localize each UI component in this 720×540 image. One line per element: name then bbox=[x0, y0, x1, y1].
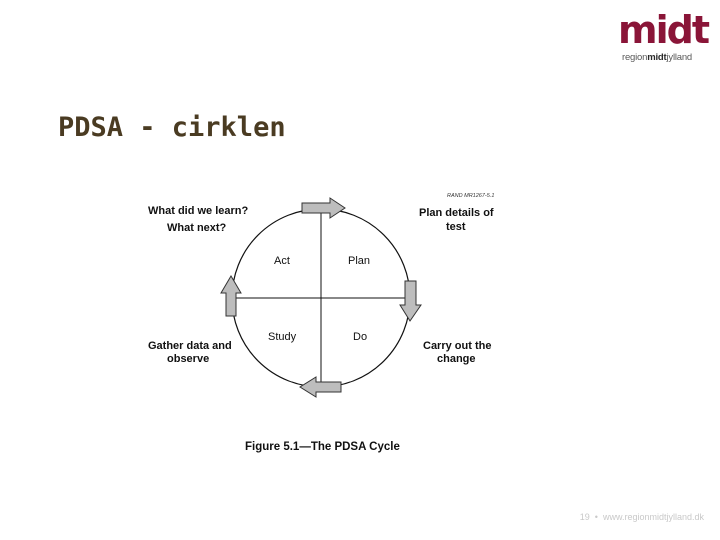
arrow-left-icon bbox=[299, 376, 342, 398]
footer-url: www.regionmidtjylland.dk bbox=[602, 512, 704, 522]
label-top-right-line1: Plan details of bbox=[419, 207, 494, 219]
label-top-right-line2: test bbox=[446, 221, 466, 233]
slide-title: PDSA - cirklen bbox=[58, 112, 286, 143]
label-top-left-line1: What did we learn? bbox=[148, 205, 249, 217]
label-bottom-left-line2: observe bbox=[167, 353, 209, 365]
quadrant-do: Do bbox=[353, 331, 367, 343]
page-number: 19 bbox=[579, 512, 590, 522]
footer-separator: • bbox=[594, 512, 598, 522]
arrow-up-icon bbox=[220, 275, 242, 317]
slide-footer: 19 • www.regionmidtjylland.dk bbox=[580, 512, 704, 522]
label-top-left-line2: What next? bbox=[167, 222, 227, 234]
quadrant-study: Study bbox=[268, 331, 297, 343]
arrow-down-icon bbox=[399, 280, 422, 322]
label-bottom-left-line1: Gather data and bbox=[148, 340, 232, 352]
arrow-right-icon bbox=[301, 197, 346, 219]
label-bottom-right-line1: Carry out the bbox=[423, 340, 491, 352]
diagram-code: RAND MR1267-5.1 bbox=[447, 193, 494, 199]
quadrant-act: Act bbox=[274, 255, 290, 267]
label-bottom-right-line2: change bbox=[437, 353, 476, 365]
quadrant-plan: Plan bbox=[348, 255, 370, 267]
logo-subline: regionmidtjylland bbox=[622, 52, 692, 63]
region-midtjylland-logo: midt regionmidtjylland bbox=[618, 8, 710, 63]
logo-sub-suffix: jylland bbox=[666, 52, 693, 63]
logo-sub-prefix: region bbox=[622, 52, 648, 63]
figure-caption: Figure 5.1—The PDSA Cycle bbox=[245, 441, 400, 453]
logo-wordmark: midt bbox=[618, 8, 710, 52]
logo-sub-bold: midt bbox=[647, 52, 667, 63]
